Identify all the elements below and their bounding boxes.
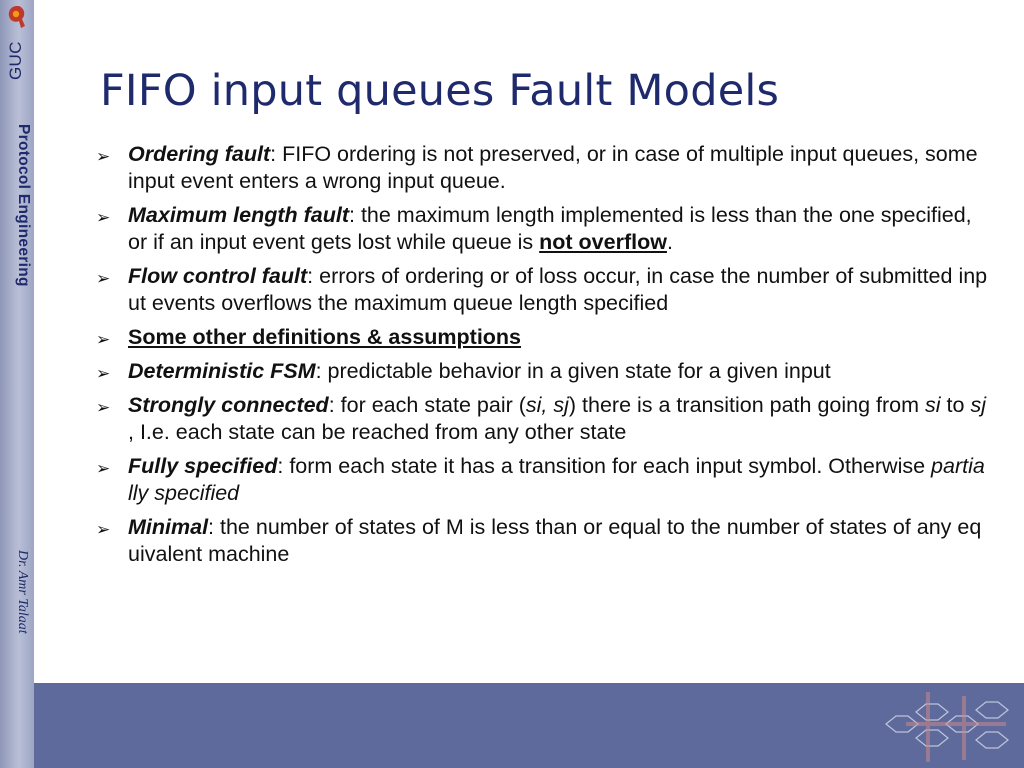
bullet-sep: : [208, 515, 220, 539]
guc-logo-icon [8, 6, 25, 28]
bullet-text: FIFO ordering is not preserved, or in ca… [128, 142, 978, 193]
list-item: ➢ Maximum length fault: the maximum leng… [96, 202, 988, 256]
footer-band [34, 683, 1024, 768]
list-item: ➢ Deterministic FSM: predictable behavio… [96, 358, 988, 385]
list-item: ➢ Flow control fault: errors of ordering… [96, 263, 988, 317]
sidebar-course-title: Protocol Engineering [15, 124, 32, 287]
bullet-sep: : [328, 393, 341, 417]
bullet-text: ) there is a transition path going from [568, 393, 926, 417]
bullet-text: errors of ordering or of loss occur, in … [128, 264, 988, 315]
bullet-term: Fully specified [128, 454, 278, 478]
bullet-term: Ordering fault [128, 142, 271, 166]
bullet-term: Minimal [128, 515, 209, 539]
bullet-text: the number of states of M is less than o… [128, 515, 982, 566]
bullet-sep: : [270, 142, 283, 166]
bullet-text: form each state it has a transition for … [289, 454, 932, 478]
bullet-term: Strongly connected [128, 393, 329, 417]
slide-title: FIFO input queues Fault Models [100, 66, 780, 116]
bullet-term: Deterministic FSM [128, 359, 316, 383]
bullet-italic: si, sj [525, 393, 569, 417]
logo-text: GUC [6, 41, 25, 80]
arrow-bullet-icon: ➢ [96, 269, 111, 289]
bullet-text: predictable behavior in a given state fo… [327, 359, 831, 383]
bullet-sep: : [348, 203, 361, 227]
arrow-bullet-icon: ➢ [96, 459, 111, 479]
bullet-sep: : [307, 264, 320, 288]
bullet-term: Maximum length fault [128, 203, 349, 227]
bullet-text: , I.e. each state can be reached from an… [128, 420, 627, 444]
sidebar: GUC Protocol Engineering Dr. Amr Talaat [0, 0, 34, 768]
list-item: ➢ Strongly connected: for each state pai… [96, 392, 988, 446]
arrow-bullet-icon: ➢ [96, 330, 111, 350]
arrow-bullet-icon: ➢ [96, 364, 111, 384]
arrow-bullet-icon: ➢ [96, 398, 111, 418]
bullet-after: . [666, 230, 673, 254]
list-item: ➢ Fully specified: form each state it ha… [96, 453, 988, 507]
bullet-text: to [940, 393, 971, 417]
arrow-bullet-icon: ➢ [96, 147, 111, 167]
bullet-italic: partially specified [128, 454, 985, 505]
bullet-text: for each state pair ( [340, 393, 526, 417]
list-item: ➢ Minimal: the number of states of M is … [96, 514, 988, 568]
hexagon-network-icon [885, 692, 1009, 762]
bullet-sep: : [277, 454, 290, 478]
list-item: ➢ Ordering fault: FIFO ordering is not p… [96, 141, 988, 195]
sidebar-author: Dr. Amr Talaat [15, 550, 30, 634]
arrow-bullet-icon: ➢ [96, 208, 111, 228]
section-heading: Some other definitions & assumptions [128, 325, 522, 349]
arrow-bullet-icon: ➢ [96, 520, 111, 540]
bullet-term: Flow control fault [128, 264, 308, 288]
bullet-italic: sj [970, 393, 986, 417]
list-item: ➢ Some other definitions & assumptions [96, 324, 988, 351]
bullet-italic: si [925, 393, 941, 417]
bullet-list: ➢ Ordering fault: FIFO ordering is not p… [96, 141, 988, 575]
bullet-text: the maximum length implemented is less t… [128, 203, 972, 254]
bullet-emphasis: not overflow [539, 230, 667, 254]
bullet-sep: : [315, 359, 328, 383]
